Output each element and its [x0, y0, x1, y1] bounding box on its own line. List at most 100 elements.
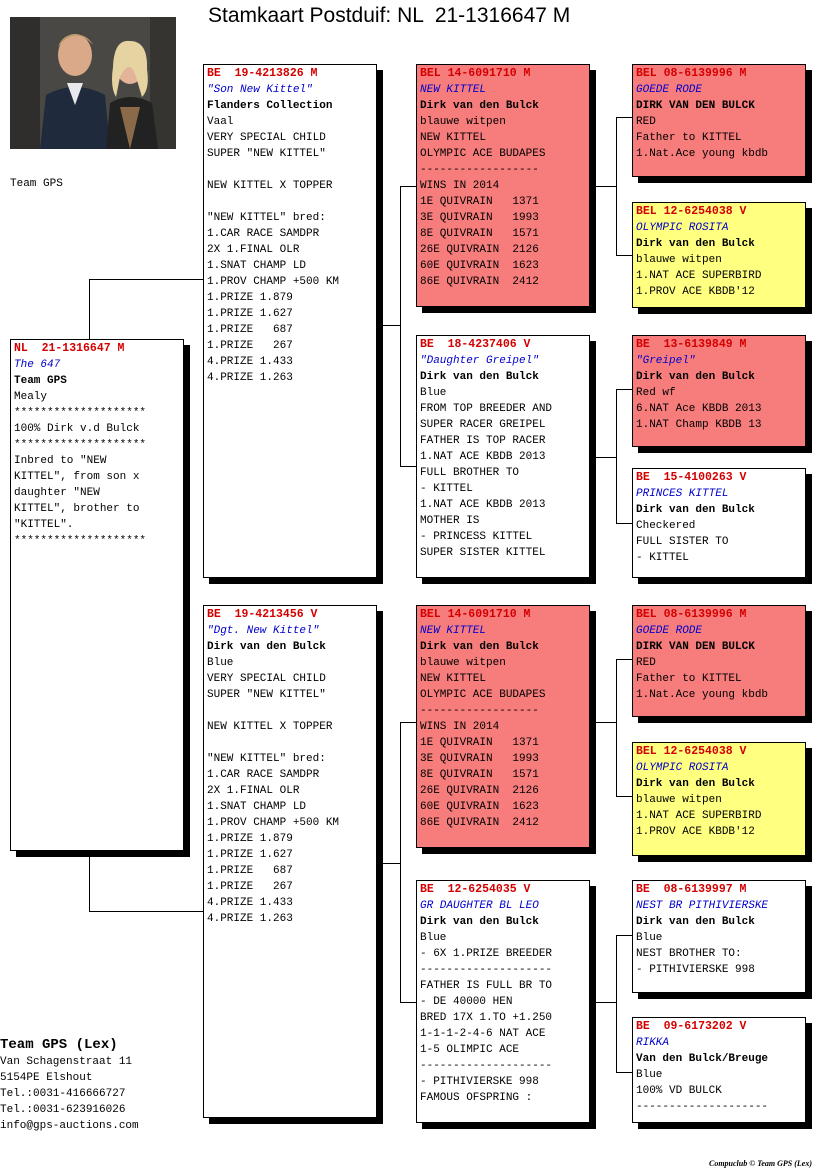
info-line: 1.SNAT CHAMP LD — [207, 260, 307, 272]
pigeon-card-mmf: BE 08-6139997 M NEST BR PITHIVIERSKE Dirk … — [632, 880, 806, 993]
ring-number: BEL 14-6091710 M — [420, 67, 531, 80]
info-line: 4.PRIZE 1.263 — [207, 372, 293, 384]
info-line: 1.PRIZE 687 — [207, 865, 293, 877]
info-line: Blue — [420, 387, 447, 399]
footer-postcode: 5154PE Elshout — [0, 1072, 93, 1084]
info-line — [207, 194, 376, 210]
info-line: 1.PROV CHAMP +500 KM — [207, 817, 340, 829]
owner-photo — [10, 17, 176, 149]
connector-line — [589, 1002, 617, 1003]
connector-line — [616, 117, 633, 118]
info-line: 100% VD BULCK — [636, 1085, 722, 1097]
ring-number: BE 19-4213826 M — [207, 67, 318, 80]
ring-number: BEL 08-6139996 M — [636, 608, 747, 621]
info-line: ******************** — [14, 439, 147, 451]
connector-line — [616, 659, 633, 660]
connector-line — [616, 796, 633, 797]
ring-number: BE 18-4237406 V — [420, 338, 531, 351]
pigeon-card-fmf: BE 13-6139849 M"Greipel"Dirk van den Bul… — [632, 335, 806, 447]
info-line: RED — [636, 657, 656, 669]
info-line: -------------------- — [420, 964, 553, 976]
breeder-name: Dirk van den Bulck — [636, 238, 755, 250]
info-line: 1.NAT Champ KBDB 13 — [636, 419, 762, 431]
info-line: 100% Dirk v.d Bulck — [14, 423, 140, 435]
info-line: OLYMPIC ACE BUDAPES — [420, 148, 546, 160]
info-line: Vaal — [207, 116, 234, 128]
connector-line — [616, 117, 617, 256]
ring-number: BE 08-6139997 M — [636, 883, 747, 896]
info-line: 1E QUIVRAIN 1371 — [420, 737, 539, 749]
connector-line — [400, 466, 417, 467]
info-line: Red wf — [636, 387, 676, 399]
info-line: 1.PRIZE 1.627 — [207, 308, 293, 320]
info-line: VERY SPECIAL CHILD — [207, 132, 326, 144]
connector-line — [616, 935, 633, 936]
breeder-name: Team GPS — [14, 375, 67, 387]
pigeon-name: NEW KITTEL — [420, 84, 487, 96]
pigeon-name: GOEDE RODE — [636, 625, 703, 637]
connector-line — [400, 186, 417, 187]
info-line: "NEW KITTEL" bred: — [207, 212, 326, 224]
connector-line — [400, 722, 401, 1003]
pigeon-name: PRINCES KITTEL — [636, 488, 729, 500]
ring-number: NL 21-1316647 M — [14, 342, 125, 355]
info-line: NEW KITTEL X TOPPER — [207, 180, 333, 192]
connector-line — [89, 279, 204, 280]
footer-phone-1: Tel.:0031-416666727 — [0, 1088, 126, 1100]
info-line: RED — [636, 116, 656, 128]
breeder-name: DIRK VAN DEN BULCK — [636, 100, 755, 112]
footer-address: Van Schagenstraat 11 — [0, 1056, 133, 1068]
info-line: blauwe witpen — [420, 116, 506, 128]
pigeon-card-father: BE 19-4213826 M"Son New Kittel"Flanders … — [203, 64, 377, 578]
breeder-name: Van den Bulck/Breuge — [636, 1053, 769, 1065]
info-line: Father to KITTEL — [636, 673, 742, 685]
connector-line — [589, 722, 617, 723]
ring-number: BE 19-4213456 V — [207, 608, 318, 621]
pigeon-name: "Greipel" — [636, 355, 696, 367]
pigeon-name: NEW KITTEL — [420, 625, 487, 637]
connector-line — [589, 186, 617, 187]
ring-number: BEL 12-6254038 V — [636, 745, 747, 758]
info-line: 1-1-1-2-4-6 NAT ACE — [420, 1028, 546, 1040]
info-line: Mealy — [14, 391, 48, 403]
ring-number: BEL 14-6091710 M — [420, 608, 531, 621]
copyright-note: Compuclub © Team GPS (Lex) — [708, 1159, 812, 1168]
info-line: SUPER "NEW KITTEL" — [207, 689, 326, 701]
info-line: 60E QUIVRAIN 1623 — [420, 801, 539, 813]
info-line: ------------------ — [420, 164, 539, 176]
info-line: daughter "NEW — [14, 487, 100, 499]
info-line: 4.PRIZE 1.433 — [207, 897, 293, 909]
info-line: Blue — [636, 1069, 663, 1081]
breeder-name: Dirk van den Bulck — [636, 916, 755, 928]
info-line: 3E QUIVRAIN 1993 — [420, 212, 539, 224]
info-line: "NEW KITTEL" bred: — [207, 753, 326, 765]
pigeon-name: The 647 — [14, 359, 61, 371]
footer-team: Team GPS (Lex) — [0, 1037, 118, 1053]
info-line: 1.SNAT CHAMP LD — [207, 801, 307, 813]
info-line: BRED 17X 1.TO +1.250 — [420, 1012, 553, 1024]
pigeon-name: NEST BR PITHIVIERSKE — [636, 900, 769, 912]
connector-line — [376, 325, 401, 326]
info-line — [207, 162, 376, 178]
info-line: - 6X 1.PRIZE BREEDER — [420, 948, 553, 960]
pigeon-name: OLYMPIC ROSITA — [636, 222, 729, 234]
info-line: -------------------- — [420, 1060, 553, 1072]
page-title: Stamkaart Postduif: NL 21-1316647 M — [208, 4, 571, 27]
info-line: SUPER SISTER KITTEL — [420, 547, 546, 559]
connector-line — [616, 1072, 633, 1073]
info-line: 1E QUIVRAIN 1371 — [420, 196, 539, 208]
info-line: 6.NAT Ace KBDB 2013 — [636, 403, 762, 415]
info-line: NEW KITTEL — [420, 673, 487, 685]
info-line: 1.NAT ACE KBDB 2013 — [420, 499, 546, 511]
connector-line — [400, 722, 417, 723]
info-line — [207, 703, 376, 719]
connector-line — [376, 863, 401, 864]
info-line: "KITTEL". — [14, 519, 74, 531]
info-line: 60E QUIVRAIN 1623 — [420, 260, 539, 272]
connector-line — [400, 186, 401, 467]
footer-email[interactable]: info@gps-auctions.com — [0, 1120, 139, 1132]
